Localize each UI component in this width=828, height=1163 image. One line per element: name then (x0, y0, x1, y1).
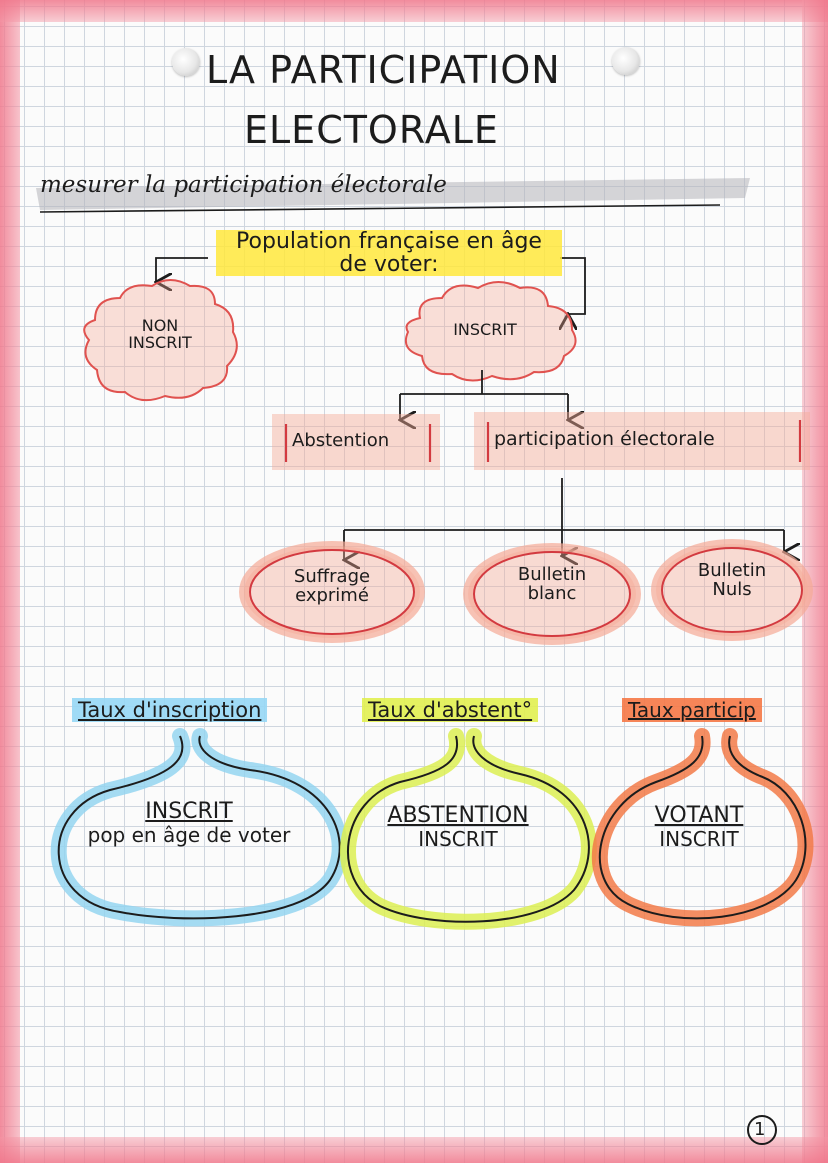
abstention-label: Abstention (292, 430, 390, 451)
page-number-circle (747, 1115, 777, 1145)
rate-inscription-label: Taux d'inscription (72, 698, 268, 722)
formula-participation-denominator: INSCRIT (659, 827, 739, 852)
formula-participation: VOTANT INSCRIT (634, 803, 764, 852)
cloud-non-inscrit (83, 279, 238, 402)
formula-inscription-numerator: INSCRIT (145, 799, 233, 824)
formula-inscription-denominator: pop en âge de voter (87, 823, 291, 848)
formula-participation-numerator: VOTANT (654, 803, 744, 828)
arrow-to-inscrit (560, 257, 586, 314)
participation-label: participation électorale (494, 428, 715, 450)
subtitle-underline (39, 204, 721, 213)
title-line2: ELECTORALE (244, 108, 499, 152)
formula-abstention-numerator: ABSTENTION (387, 803, 529, 828)
blanc-label: Bulletin blanc (517, 564, 587, 604)
rate-participation-label: Taux particip (622, 698, 762, 722)
suffrage-label: Suffrage exprimé (293, 566, 371, 606)
bubble-abstention (340, 728, 597, 930)
root-node: Population française en âge de voter: (216, 230, 562, 276)
page-number: 1 (754, 1119, 766, 1140)
formula-abstention: ABSTENTION INSCRIT (368, 803, 548, 852)
bubble-inscription (50, 728, 348, 927)
subtitle: mesurer la participation électorale (40, 172, 447, 198)
oval-blanc-highlight (463, 543, 641, 645)
inscrit-label: INSCRIT (453, 320, 517, 339)
bubble-participation (591, 728, 814, 927)
arrow-to-non-inscrit (156, 257, 208, 282)
title-line1: LA PARTICIPATION (206, 48, 561, 92)
nuls-label: Bulletin Nuls (697, 560, 767, 600)
cloud-inscrit (404, 281, 577, 382)
participation-box-highlight (474, 412, 810, 470)
oval-suffrage-highlight (239, 541, 425, 643)
subtitle-highlight (36, 178, 750, 210)
formula-inscription: INSCRIT pop en âge de voter (84, 799, 294, 848)
non-inscrit-label: NON INSCRIT (128, 316, 192, 352)
punch-hole-left (172, 48, 200, 76)
formula-abstention-denominator: INSCRIT (418, 827, 498, 852)
oval-nuls-highlight (651, 539, 813, 641)
rate-abstention-label: Taux d'abstent° (362, 698, 539, 722)
punch-hole-right (612, 47, 640, 75)
abstention-box-highlight (272, 414, 440, 470)
